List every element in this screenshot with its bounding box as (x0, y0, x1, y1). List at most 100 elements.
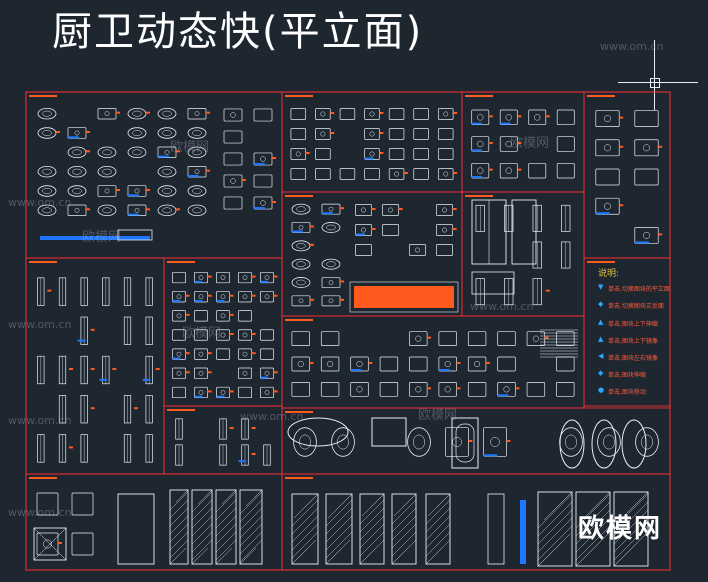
fixture-plan (603, 434, 615, 450)
fixture-tag (488, 142, 493, 144)
fixture-tag (242, 179, 246, 181)
fixture-plan (97, 165, 117, 178)
fixture-tag (90, 368, 95, 370)
fixture-detail (356, 386, 363, 393)
fixture-detail (198, 351, 204, 357)
fixture-elevation (413, 128, 429, 140)
glass-door-hatch (537, 501, 573, 537)
fixture-elevation (238, 329, 252, 341)
glass-door-hatch (613, 493, 649, 529)
panel-title-label (285, 477, 313, 479)
glass-door-hatch (425, 531, 451, 557)
fixture-highlight (142, 378, 151, 381)
fixture-tag (310, 243, 314, 246)
fixture-tag (229, 333, 234, 335)
fixture-elevation (471, 109, 490, 126)
fixture-plan (42, 168, 52, 175)
fixture-elevation (238, 310, 252, 322)
fixture-detail (295, 151, 301, 157)
glass-door-hatch (613, 501, 649, 537)
fixture-tag (379, 152, 384, 154)
glass-door-hatch (191, 531, 213, 553)
watermark-logo: 欧模网 (182, 326, 222, 341)
fixture-elevation (388, 108, 405, 120)
fixture-detail (176, 370, 182, 376)
fixture-plan (37, 127, 57, 139)
legend-arrow-icon: ◆ (598, 300, 604, 308)
fixture-elevation (388, 148, 405, 160)
drawing-panel (281, 315, 585, 409)
legend-item: 单击,切换图块的平立面 (608, 286, 670, 293)
legend-item: 单击,图块伸缩 (608, 372, 646, 379)
fixture-elevation (321, 295, 341, 307)
fixture-elevation (499, 109, 518, 126)
fixture-tag (185, 371, 190, 374)
fixture-elevation (388, 168, 405, 180)
panel-title-label (29, 261, 57, 263)
fixture-tag (90, 328, 95, 331)
fixture-detail (198, 275, 204, 280)
fixture-detail (490, 437, 500, 447)
fixture-elevation (528, 109, 547, 126)
fixture-detail (443, 111, 449, 117)
fixture-elevation (290, 148, 307, 160)
fixture-tag (340, 207, 344, 210)
glass-door-hatch (191, 523, 213, 545)
fixture-tag (206, 111, 210, 114)
fixture-detail (230, 112, 236, 118)
fixture-elevation (382, 224, 399, 236)
fixture-highlight (99, 378, 108, 381)
glass-door-hatch (239, 491, 263, 515)
fixture-elevation (497, 356, 516, 372)
fixture-plan (162, 207, 172, 214)
fixture-tag (658, 145, 663, 148)
glass-door-hatch (537, 533, 571, 567)
fixture-elevation (499, 162, 518, 179)
fixture-highlight (238, 460, 247, 463)
fixture-elevation (438, 331, 457, 346)
fixture-tag (456, 362, 461, 364)
watermark-logo: 欧模网 (510, 136, 550, 151)
fixture-tag (452, 208, 457, 210)
fixture-highlight (520, 500, 526, 564)
fixture-detail (220, 275, 226, 280)
fridge-elevation (471, 271, 515, 295)
fixture-tag (310, 298, 314, 301)
fixture-plan (162, 110, 172, 117)
fixture-tag (517, 168, 522, 171)
watermark-url: www.om.cn (8, 414, 72, 427)
fixture-detail (176, 351, 182, 357)
fixture-tag (206, 169, 210, 172)
glass-door-hatch (359, 507, 385, 533)
fixture-detail (320, 111, 326, 117)
fixture-plan (299, 434, 311, 450)
glass-door-hatch (191, 539, 213, 561)
fixture-detail (388, 207, 393, 213)
fixture-elevation (238, 367, 252, 379)
fixture-tag (330, 132, 335, 134)
fixture-highlight (260, 280, 269, 283)
fixture-elevation (291, 331, 310, 346)
fixture-elevation (409, 244, 426, 256)
fixture-elevation (382, 204, 399, 216)
fixture-tag (146, 111, 150, 114)
fixture-plan (413, 434, 425, 450)
glass-door-hatch (215, 531, 237, 553)
fixture-detail (220, 313, 226, 319)
glass-door-hatch (215, 523, 237, 545)
fixture-elevation (595, 168, 620, 186)
glass-door-hatch (425, 539, 451, 565)
fixture-plan (326, 224, 336, 231)
fixture-detail (198, 390, 204, 395)
fixture-tag (456, 387, 461, 390)
fixture-tag (517, 115, 522, 118)
fixture-tag (452, 228, 457, 230)
fixture-detail (242, 332, 248, 338)
fixture-tag (56, 131, 60, 133)
fixture-elevation (223, 130, 243, 144)
fixture-plan (157, 185, 177, 197)
glass-door-hatch (425, 507, 451, 533)
fixture-elevation (36, 492, 59, 516)
fixture-elevation (437, 128, 454, 140)
